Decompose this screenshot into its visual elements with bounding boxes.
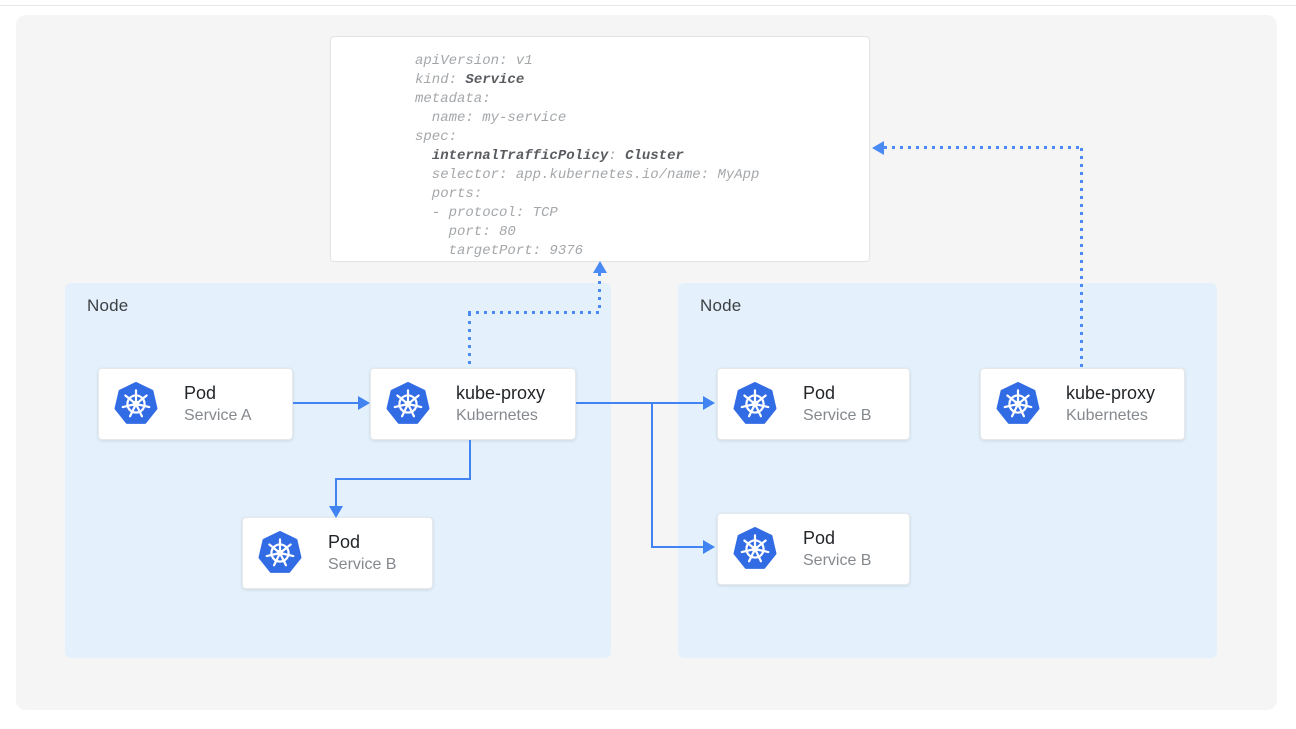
card-title: Pod [328,532,361,552]
yaml-line: name: my-service [415,110,567,126]
yaml-line: targetPort: 9376 [415,243,584,259]
kubernetes-icon [996,382,1040,424]
yaml-line: ports: [415,186,483,202]
yaml-line: - protocol: TCP [415,205,558,221]
pod-service-b-node2-top-card: Pod Service B [717,368,910,440]
arrowhead-up-icon [593,261,607,273]
card-subtitle: Service A [184,407,252,424]
node-2-label: Node [700,296,742,315]
pod-service-b-node1-card: Pod Service B [242,517,433,589]
yaml-line: spec: [415,129,458,145]
pod-service-a-card: Pod Service A [98,368,293,440]
card-subtitle: Kubernetes [1066,407,1148,424]
yaml-line: apiVersion: v1 [415,53,533,69]
yaml-line-internal-traffic-policy: internalTrafficPolicy: Cluster [431,148,684,164]
arrow-branch-vertical [651,402,653,548]
dotted-kube-proxy2-left [884,146,1083,149]
arrow-branch-to-pod-b-bottom [651,546,704,548]
yaml-line: metadata: [415,91,491,107]
pod-service-b-node2-bottom-card: Pod Service B [717,513,910,585]
arrow-kube-proxy-left [335,478,471,480]
kubernetes-icon [114,382,158,424]
arrow-to-pod-b-node1 [335,478,337,508]
dotted-to-yaml-bottom [598,273,601,313]
card-subtitle: Kubernetes [456,407,538,424]
top-divider-line [0,5,1296,6]
arrow-kube-proxy-to-pod-b-top [576,402,704,404]
card-subtitle: Service B [328,556,397,573]
card-title: Pod [184,383,217,403]
card-title: Pod [803,528,836,548]
arrow-kube-proxy-down [469,440,471,480]
service-yaml-card: apiVersion: v1 kind: Service metadata: n… [330,36,870,262]
card-title: kube-proxy [1066,383,1156,403]
node-box-1: Node [65,283,611,658]
yaml-line: selector: app.kubernetes.io/name: MyApp [415,167,760,183]
yaml-line: kind: Service [415,72,525,88]
dotted-kube-proxy1-right [468,311,601,314]
dotted-kube-proxy2-up [1080,148,1083,368]
card-title: kube-proxy [456,383,546,403]
arrowhead-right-icon [703,540,715,554]
arrow-pod-a-to-kube-proxy [293,402,359,404]
kube-proxy-node1-card: kube-proxy Kubernetes [370,368,576,440]
arrowhead-down-icon [329,506,343,518]
card-subtitle: Service B [803,552,872,569]
node-box-2: Node [678,283,1217,658]
node-1-label: Node [87,296,129,315]
card-subtitle: Service B [803,407,872,424]
arrowhead-left-icon [872,141,884,155]
dotted-kube-proxy1-up [468,313,471,368]
kubernetes-icon [733,382,777,424]
kubernetes-icon [733,527,777,569]
card-title: Pod [803,383,836,403]
kubernetes-icon [386,382,430,424]
arrowhead-right-icon [703,396,715,410]
kube-proxy-node2-card: kube-proxy Kubernetes [980,368,1185,440]
yaml-line: port: 80 [415,224,516,240]
kubernetes-icon [258,531,302,573]
arrowhead-right-icon [358,396,370,410]
